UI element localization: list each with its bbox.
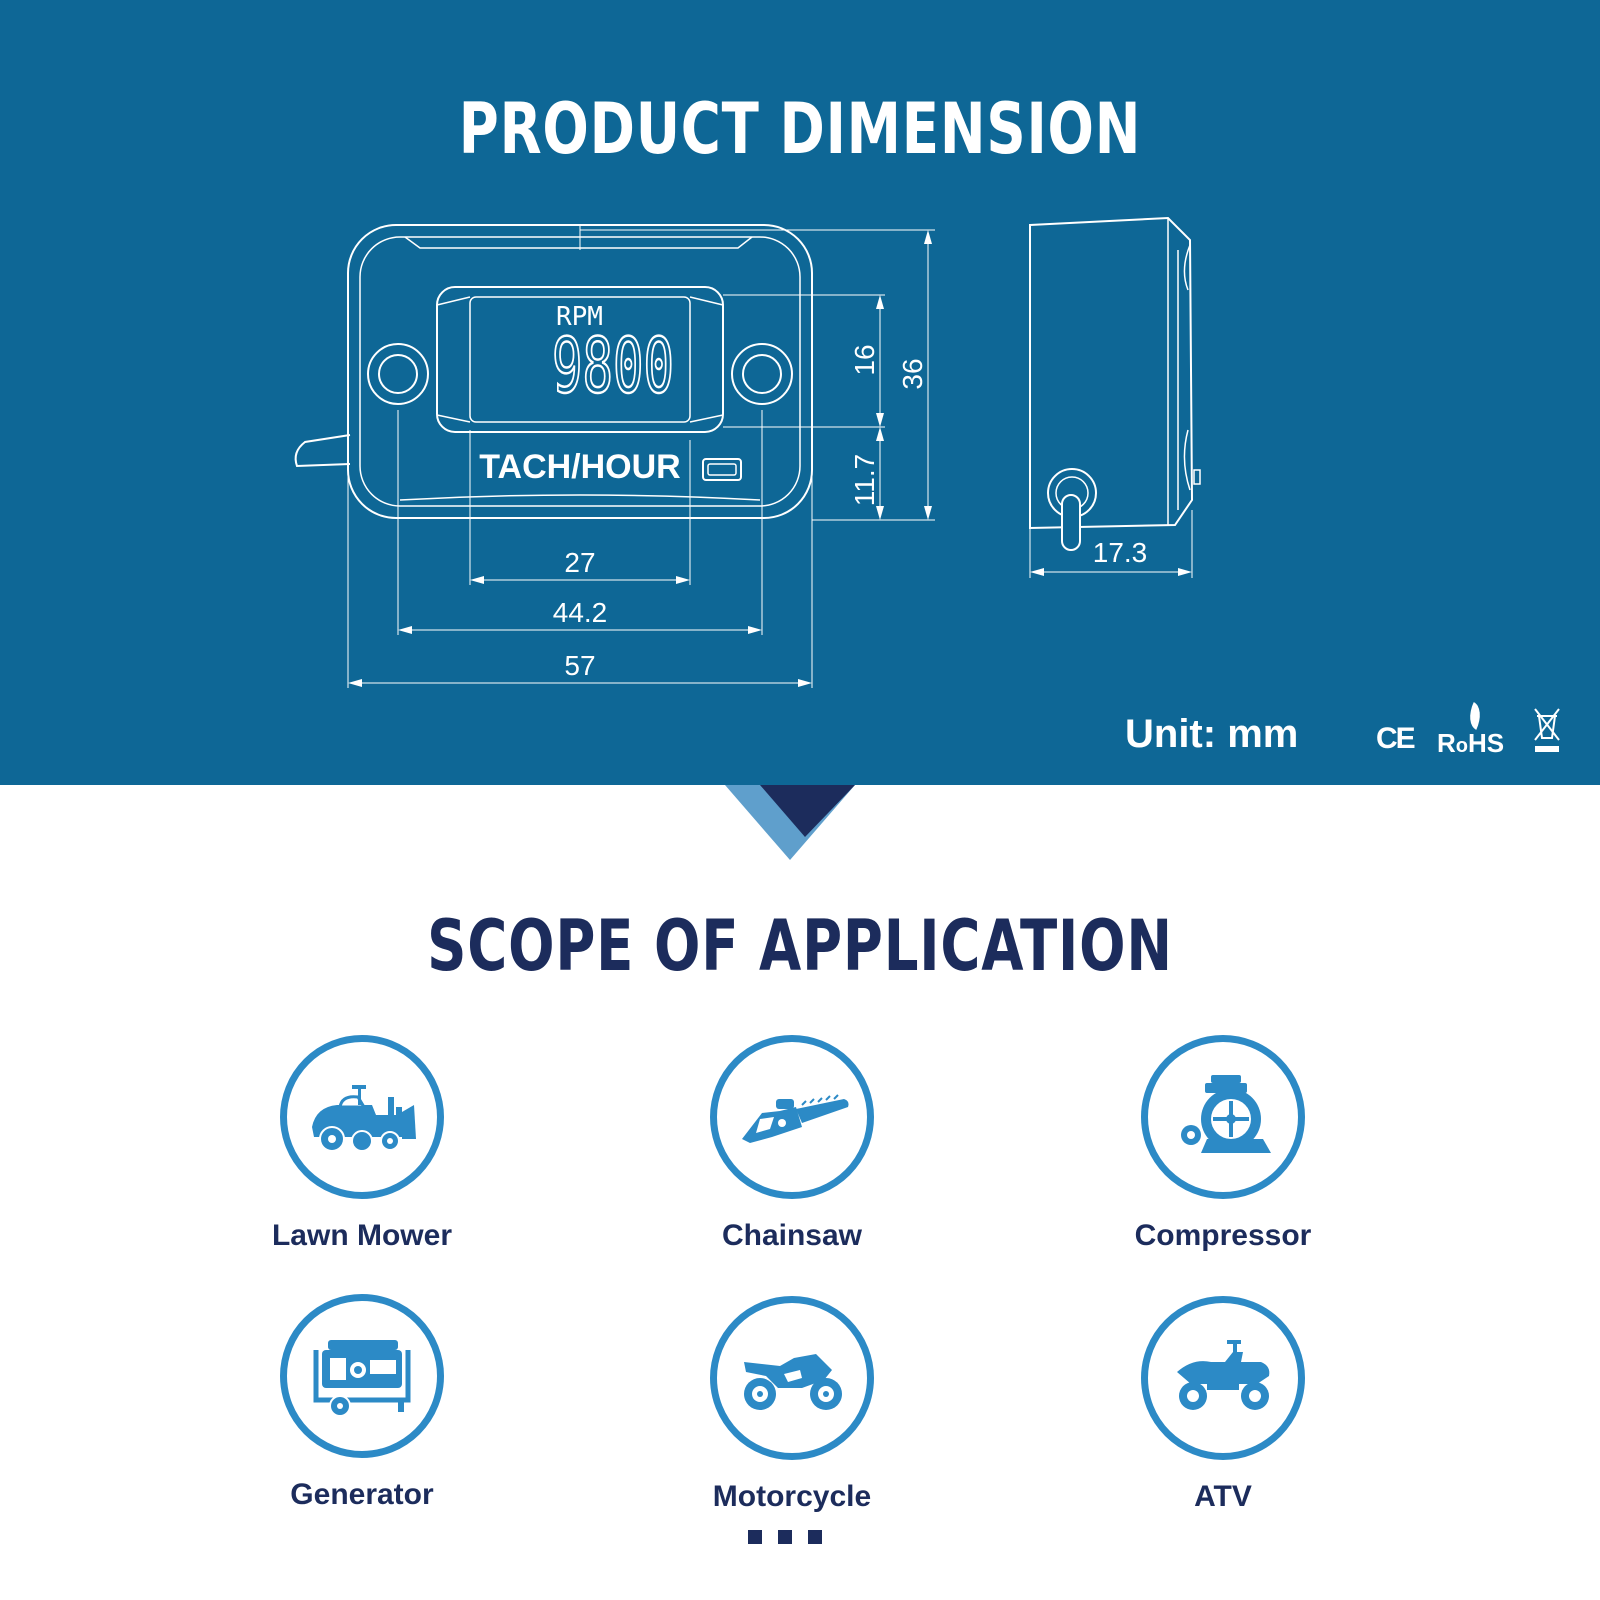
dim-lower-height: 11.7 [849, 454, 880, 506]
weee-bin-icon [1534, 708, 1560, 752]
lawn-mower-circle [280, 1035, 444, 1199]
unit-label: Unit: mm [1125, 712, 1299, 756]
ce-mark: CE [1376, 722, 1416, 755]
display-reading: 9800 [552, 321, 674, 410]
application-atv: ATV [1093, 1296, 1353, 1514]
dim-depth: 17.3 [1093, 537, 1148, 568]
meter-button [702, 458, 742, 481]
more-dot [748, 1530, 762, 1544]
rohs-mark: RoHS [1437, 728, 1505, 758]
application-chainsaw: Chainsaw [662, 1035, 922, 1253]
dim-hole-spacing: 44.2 [553, 597, 608, 628]
application-motorcycle: Motorcycle [662, 1296, 922, 1514]
meter-bevel-bottom [399, 494, 761, 501]
chainsaw-label: Chainsaw [721, 1219, 863, 1252]
compressor-circle [1141, 1035, 1305, 1199]
application-lawn-mower: Lawn Mower [232, 1035, 492, 1253]
lawn-mower-label: Lawn Mower [271, 1219, 452, 1252]
atv-label: ATV [1194, 1480, 1252, 1513]
display-unit-text: RPM [556, 302, 603, 332]
more-dot [808, 1530, 822, 1544]
application-compressor: Compressor [1093, 1035, 1353, 1253]
dim-overall-width: 57 [564, 650, 595, 681]
screen-glass [469, 296, 691, 423]
atv-icon [1177, 1340, 1270, 1410]
generator-icon [313, 1340, 411, 1417]
atv-circle [1141, 1296, 1305, 1460]
meter-bevel-top [404, 236, 753, 249]
right-mount-hole [731, 343, 793, 405]
dim-screen-height: 16 [849, 344, 880, 375]
generator-circle [280, 1294, 444, 1458]
more-dot [778, 1530, 792, 1544]
chainsaw-icon [742, 1094, 849, 1143]
compressor-label: Compressor [1134, 1219, 1312, 1252]
compressor-icon [1181, 1075, 1271, 1153]
screen-bezel [436, 286, 724, 433]
motorcycle-icon [744, 1354, 842, 1410]
more-indicator-dots [748, 1530, 838, 1549]
dimension-drawing: RPM 9800 TACH/HOUR 27 44.2 57 17.3 16 36… [294, 216, 1201, 688]
product-dimension-title: PRODUCT DIMENSION [458, 88, 1142, 170]
generator-label: Generator [290, 1478, 434, 1511]
dim-screen-width: 27 [564, 547, 595, 578]
application-generator: Generator [232, 1294, 492, 1512]
scope-of-application-title: SCOPE OF APPLICATION [427, 905, 1173, 987]
meter-cable [294, 434, 351, 468]
section-divider-chevron [725, 785, 855, 860]
meter-brand-label: TACH/HOUR [479, 448, 680, 486]
dim-overall-height: 36 [897, 358, 928, 389]
chainsaw-circle [710, 1035, 874, 1199]
left-mount-hole [367, 343, 429, 405]
motorcycle-label: Motorcycle [712, 1480, 872, 1513]
lawn-mower-icon [312, 1085, 416, 1152]
motorcycle-circle [710, 1296, 874, 1460]
